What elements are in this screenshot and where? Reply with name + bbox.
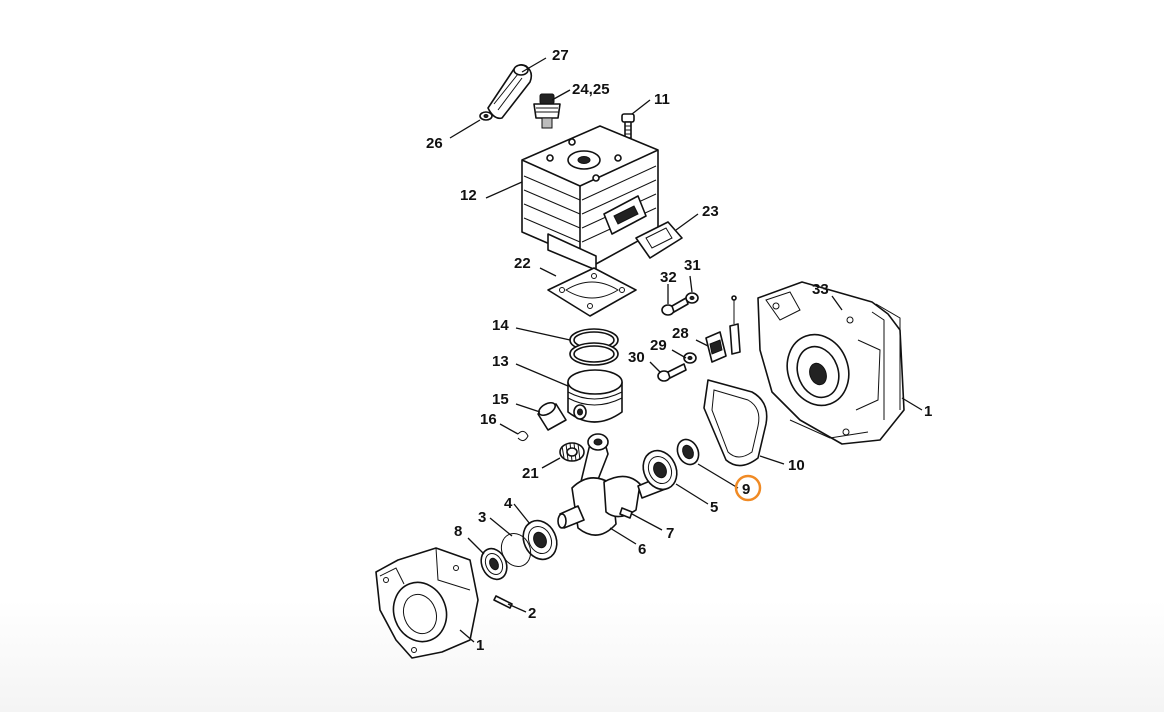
part-8-oil-seal[interactable]	[476, 544, 511, 583]
part-12-cylinder[interactable]	[521, 125, 659, 271]
label-31: 31	[684, 257, 701, 274]
label-16: 16	[480, 411, 497, 428]
label-27: 27	[552, 47, 569, 64]
label-24-25: 24,25	[572, 81, 610, 98]
label-23: 23	[702, 203, 719, 220]
label-11: 11	[654, 91, 670, 108]
label-9: 9	[742, 481, 750, 498]
part-27-spark-plug-boot[interactable]	[487, 64, 533, 120]
label-15: 15	[492, 391, 509, 408]
part-32-screw[interactable]	[661, 297, 689, 316]
part-6-crankshaft[interactable]	[557, 433, 670, 536]
label-6: 6	[638, 541, 646, 558]
part-4-ball-bearing[interactable]	[517, 515, 563, 565]
label-33: 33	[812, 281, 829, 298]
part-13-piston[interactable]	[567, 369, 623, 423]
part-1-crankcase-left[interactable]	[375, 547, 479, 659]
label-12: 12	[460, 187, 477, 204]
label-21: 21	[522, 465, 539, 482]
part-7-key[interactable]	[619, 507, 633, 519]
part-31-washer[interactable]	[685, 292, 699, 304]
part-22-cylinder-gasket[interactable]	[547, 267, 637, 317]
part-1-crankcase-right[interactable]	[757, 281, 905, 445]
label-1-left: 1	[476, 637, 484, 654]
part-30-screw[interactable]	[657, 363, 687, 382]
label-10: 10	[788, 457, 805, 474]
label-22: 22	[514, 255, 531, 272]
leader-lines	[449, 57, 923, 643]
part-23-gasket[interactable]	[635, 221, 683, 259]
part-14-piston-rings[interactable]	[569, 328, 619, 366]
highlight-ring	[734, 474, 762, 502]
label-29: 29	[650, 337, 667, 354]
callout-labels: 27 24,25 11 26 12 23 22 32 31 33 14 28 2…	[426, 47, 932, 654]
label-4: 4	[504, 495, 513, 512]
label-14: 14	[492, 317, 509, 334]
label-8: 8	[454, 523, 462, 540]
label-26: 26	[426, 135, 443, 152]
part-29-washer[interactable]	[683, 352, 697, 364]
label-13: 13	[492, 353, 509, 370]
part-16-circlip[interactable]	[517, 430, 529, 442]
part-24-25-spark-plug[interactable]	[533, 93, 561, 129]
part-26-washer[interactable]	[479, 111, 493, 121]
part-2-dowel-pin[interactable]	[493, 595, 513, 609]
label-7: 7	[666, 525, 674, 542]
background-shade	[0, 600, 1164, 712]
label-3: 3	[478, 509, 486, 526]
part-11-screw[interactable]	[621, 113, 635, 139]
part-5-ball-bearing[interactable]	[637, 445, 683, 495]
label-1-right: 1	[924, 403, 932, 420]
label-2: 2	[528, 605, 536, 622]
part-15-piston-pin[interactable]	[537, 400, 567, 431]
part-21-needle-cage[interactable]	[559, 442, 585, 462]
part-28-ignition-module[interactable]	[705, 295, 741, 363]
label-30: 30	[628, 349, 645, 366]
label-28: 28	[672, 325, 689, 342]
label-5: 5	[710, 499, 718, 516]
label-32: 32	[660, 269, 677, 286]
part-10-crankcase-gasket[interactable]	[703, 379, 768, 467]
part-9-oil-seal[interactable]	[673, 436, 702, 468]
